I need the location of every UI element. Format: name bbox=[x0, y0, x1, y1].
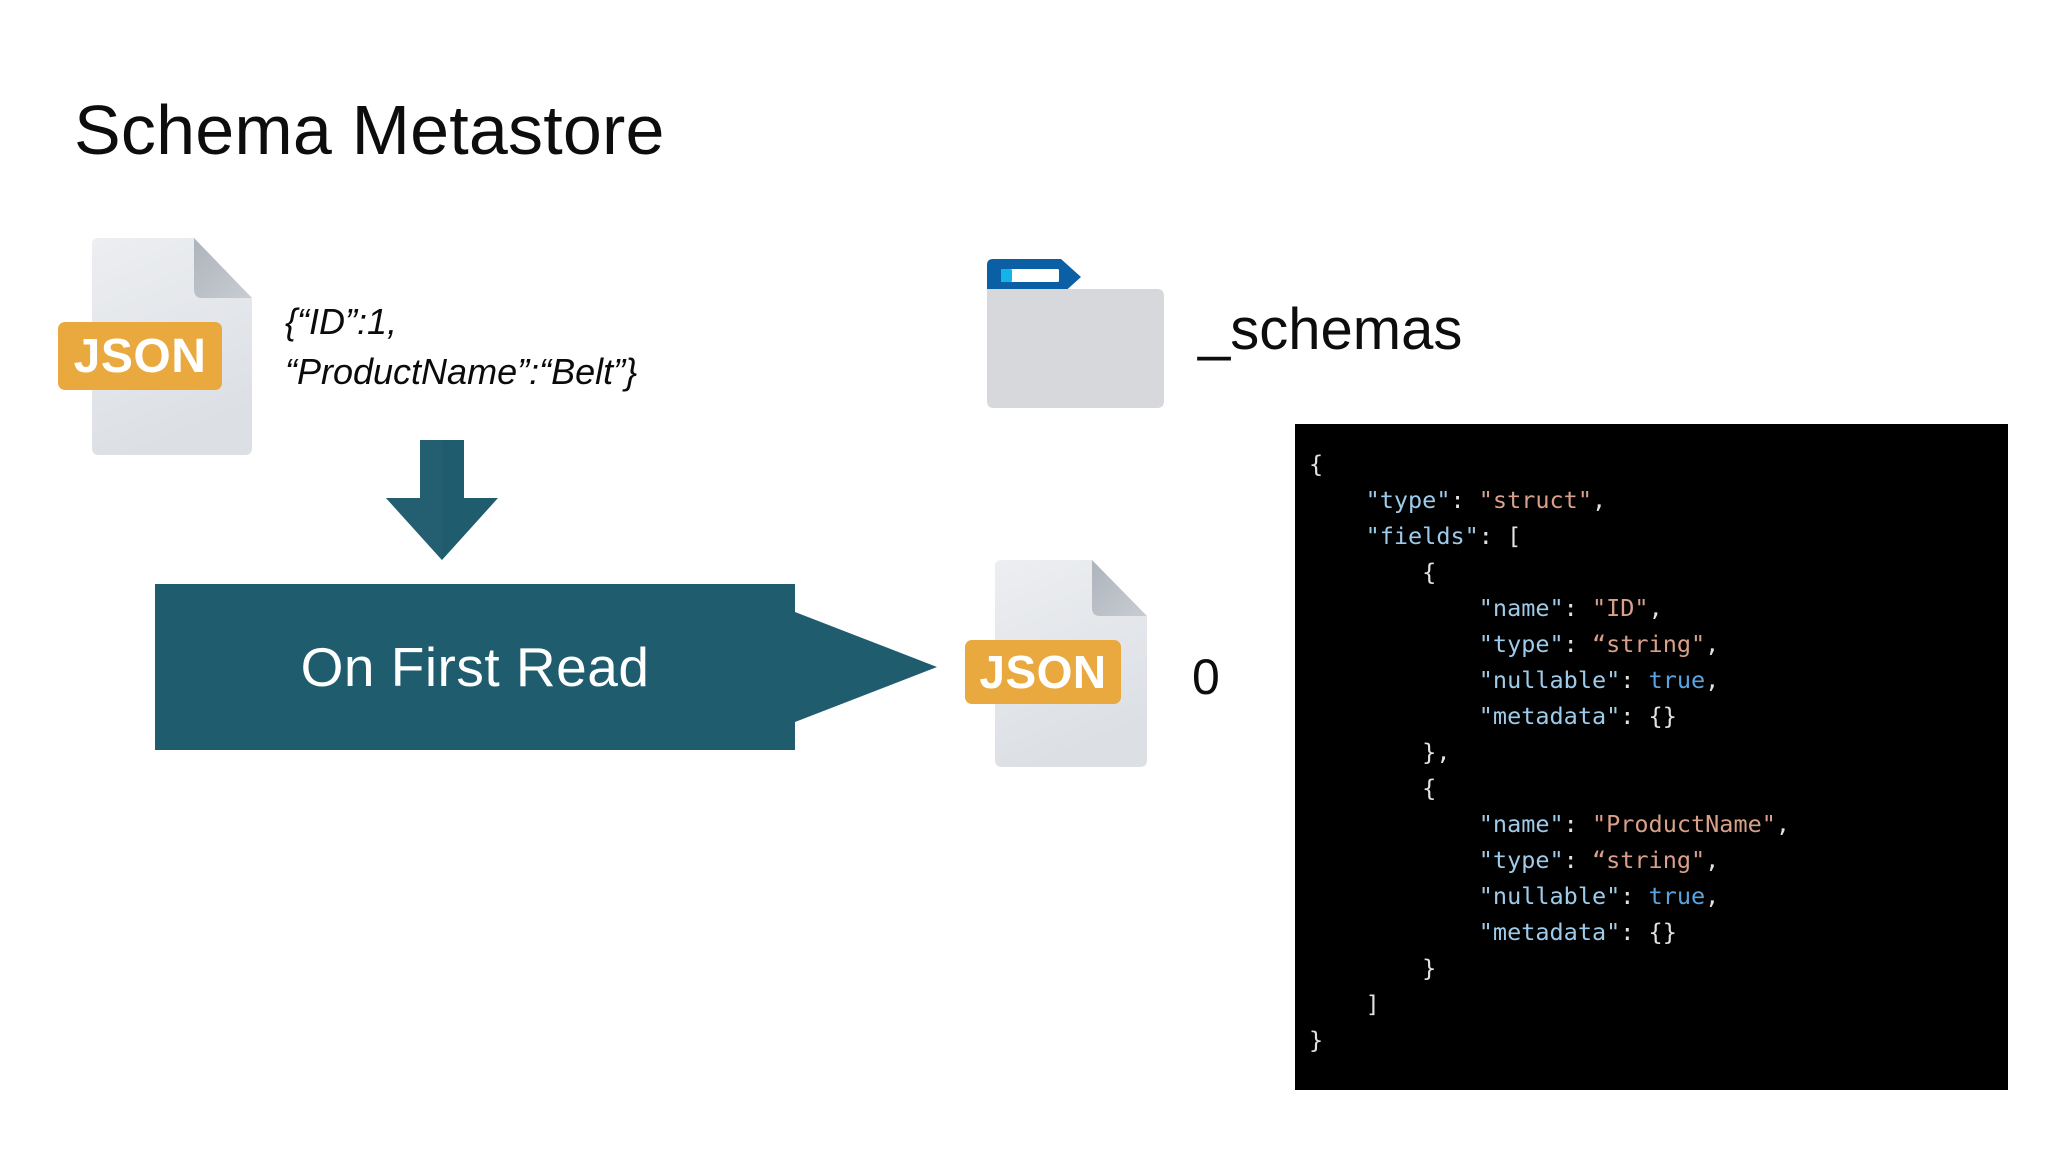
folder-shape bbox=[987, 259, 1164, 408]
code-line: "fields": [ bbox=[1309, 518, 2008, 554]
code-token-punct bbox=[1309, 522, 1366, 550]
code-token-bool: true bbox=[1648, 666, 1706, 694]
code-token-punct: : bbox=[1620, 882, 1649, 910]
code-line: }, bbox=[1309, 734, 2008, 770]
code-token-punct: , bbox=[1705, 666, 1720, 694]
code-token-key: "metadata" bbox=[1478, 702, 1621, 730]
code-token-key: "nullable" bbox=[1478, 882, 1621, 910]
json-badge-label: JSON bbox=[58, 322, 222, 390]
code-token-punct: : bbox=[1563, 810, 1592, 838]
code-token-punct bbox=[1309, 666, 1479, 694]
schema-code-block: { "type": "struct", "fields": [ { "name"… bbox=[1295, 424, 2008, 1090]
code-token-punct: { bbox=[1309, 450, 1324, 478]
code-line: "name": "ProductName", bbox=[1309, 806, 2008, 842]
code-token-str: “string" bbox=[1591, 630, 1706, 658]
code-token-key: "name" bbox=[1478, 810, 1564, 838]
code-token-bool: true bbox=[1648, 882, 1706, 910]
code-token-punct bbox=[1309, 918, 1479, 946]
code-token-str: "ProductName" bbox=[1591, 810, 1776, 838]
code-token-punct bbox=[1309, 486, 1366, 514]
json-record-line-2: “ProductName”:“Belt”} bbox=[285, 350, 638, 392]
code-token-punct: }, bbox=[1309, 738, 1451, 766]
arrow-down-icon bbox=[386, 440, 498, 560]
code-token-punct: : {} bbox=[1620, 918, 1677, 946]
code-line: "metadata": {} bbox=[1309, 698, 2008, 734]
json-file-icon-source: JSON bbox=[58, 236, 260, 458]
code-token-punct bbox=[1309, 882, 1479, 910]
page-title: Schema Metastore bbox=[74, 91, 665, 169]
code-token-punct: { bbox=[1309, 558, 1437, 586]
code-token-key: "nullable" bbox=[1478, 666, 1621, 694]
code-lines: { "type": "struct", "fields": [ { "name"… bbox=[1309, 446, 2008, 1058]
code-token-punct: , bbox=[1648, 594, 1663, 622]
json-file-icon-schema: JSON bbox=[965, 558, 1155, 770]
code-token-punct bbox=[1309, 594, 1479, 622]
code-line: ] bbox=[1309, 986, 2008, 1022]
code-token-punct: , bbox=[1705, 630, 1720, 658]
code-token-key: "name" bbox=[1478, 594, 1564, 622]
code-token-str: "struct" bbox=[1478, 486, 1592, 514]
folder-icon bbox=[985, 255, 1170, 415]
code-token-punct: , bbox=[1775, 810, 1791, 838]
code-token-punct: { bbox=[1309, 774, 1437, 802]
code-token-punct: : {} bbox=[1620, 702, 1677, 730]
code-token-punct: : [ bbox=[1478, 522, 1522, 550]
code-line: { bbox=[1309, 446, 2008, 482]
code-token-str: "ID" bbox=[1591, 594, 1649, 622]
code-token-punct: , bbox=[1705, 846, 1720, 874]
code-line: "type": “string", bbox=[1309, 842, 2008, 878]
code-token-punct: : bbox=[1620, 666, 1649, 694]
code-token-key: "type" bbox=[1478, 630, 1564, 658]
folder-label-schemas: _schemas bbox=[1198, 297, 1463, 362]
code-line: "name": "ID", bbox=[1309, 590, 2008, 626]
json-record-text: {“ID”:1, “ProductName”:“Belt”} bbox=[285, 297, 637, 396]
code-token-key: "metadata" bbox=[1478, 918, 1621, 946]
code-token-punct: } bbox=[1309, 954, 1437, 982]
code-line: } bbox=[1309, 950, 2008, 986]
code-token-str: “string" bbox=[1591, 846, 1706, 874]
json-badge-label: JSON bbox=[965, 640, 1121, 704]
code-token-punct: , bbox=[1591, 486, 1607, 514]
code-token-punct: : bbox=[1563, 594, 1592, 622]
code-token-punct: : bbox=[1563, 846, 1592, 874]
code-token-key: "type" bbox=[1478, 846, 1564, 874]
code-token-punct: ] bbox=[1309, 990, 1380, 1018]
code-token-punct bbox=[1309, 846, 1479, 874]
code-token-punct: , bbox=[1705, 882, 1720, 910]
code-token-punct bbox=[1309, 702, 1479, 730]
schema-version-label: 0 bbox=[1192, 649, 1220, 705]
code-line: "type": "struct", bbox=[1309, 482, 2008, 518]
code-token-punct: : bbox=[1450, 486, 1479, 514]
code-line: } bbox=[1309, 1022, 2008, 1058]
code-line: "type": “string", bbox=[1309, 626, 2008, 662]
code-line: "metadata": {} bbox=[1309, 914, 2008, 950]
code-token-key: "type" bbox=[1365, 486, 1451, 514]
code-line: { bbox=[1309, 770, 2008, 806]
code-line: "nullable": true, bbox=[1309, 662, 2008, 698]
code-line: { bbox=[1309, 554, 2008, 590]
code-token-punct bbox=[1309, 630, 1479, 658]
code-line: "nullable": true, bbox=[1309, 878, 2008, 914]
json-record-line-1: {“ID”:1, bbox=[285, 301, 398, 342]
code-token-key: "fields" bbox=[1365, 522, 1479, 550]
code-token-punct: } bbox=[1309, 1026, 1324, 1054]
code-token-punct: : bbox=[1563, 630, 1592, 658]
code-token-punct bbox=[1309, 810, 1479, 838]
on-first-read-banner bbox=[155, 584, 937, 750]
